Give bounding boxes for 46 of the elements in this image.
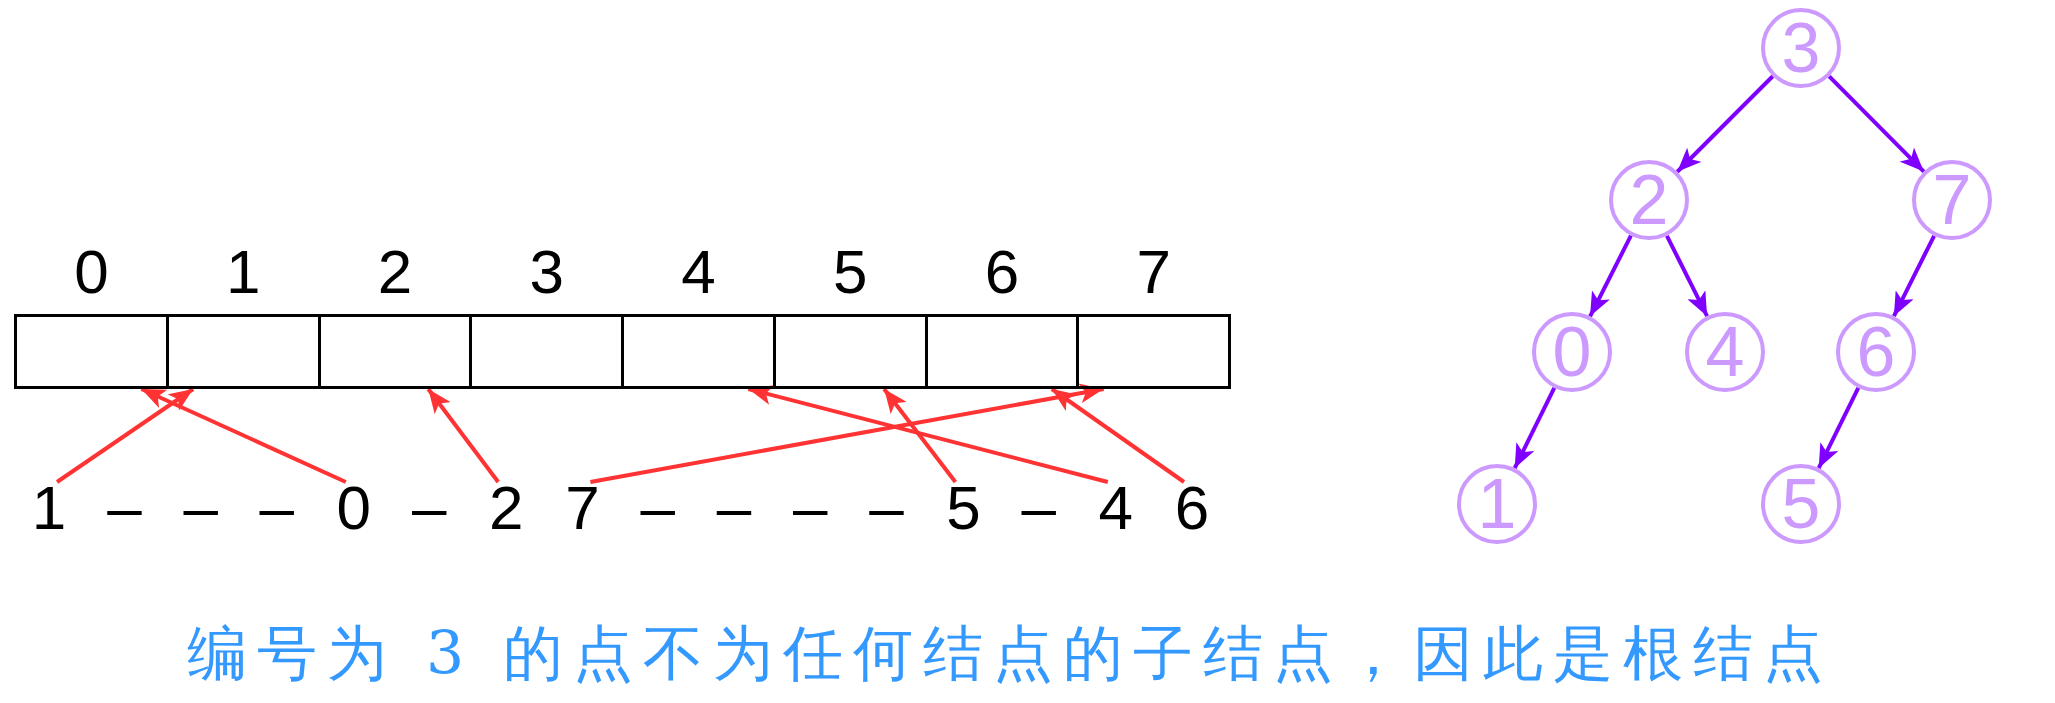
dash-symbol: –: [869, 478, 904, 538]
index-label: 6: [983, 237, 1021, 307]
sequence-number: 4: [1093, 478, 1138, 538]
tree-node-circle: 4: [1685, 312, 1765, 392]
tree-node-circle: 2: [1609, 160, 1689, 240]
arrow: [882, 387, 957, 484]
arrow: [1512, 387, 1557, 469]
index-label: 3: [528, 237, 565, 307]
tree-node-circle: 6: [1836, 312, 1916, 392]
index-label: 4: [680, 237, 717, 307]
dash-symbol: –: [716, 478, 752, 538]
arrow: [1675, 74, 1775, 174]
dash-symbol: –: [183, 478, 218, 538]
dash-symbol: –: [412, 478, 447, 538]
index-label: 7: [1135, 237, 1172, 307]
index-label: 1: [224, 237, 262, 307]
index-label: 5: [831, 237, 869, 307]
dash-symbol: –: [793, 478, 828, 538]
arrow: [1588, 234, 1633, 318]
sequence-number: 2: [484, 478, 529, 538]
dash-symbol: –: [1021, 478, 1057, 538]
tree-node-circle: 7: [1912, 160, 1992, 240]
arrow: [590, 383, 1104, 484]
sequence-number: 5: [941, 478, 986, 538]
arrow: [1665, 234, 1709, 318]
sequence-number: 0: [331, 478, 376, 538]
sequence-number: 7: [560, 478, 605, 538]
arrow: [1892, 234, 1936, 318]
arrow: [140, 387, 347, 484]
sequence-number: 1: [27, 478, 71, 538]
arrow: [1050, 387, 1186, 484]
tree-node-circle: 0: [1532, 312, 1612, 392]
index-label: 0: [73, 237, 110, 307]
arrow: [1816, 387, 1861, 469]
index-label: 2: [376, 237, 414, 307]
caption: 编号为 3 的点不为任何结点的子结点，因此是根结点: [185, 617, 1835, 690]
tree-node-circle: 1: [1457, 464, 1537, 544]
arrow: [1827, 74, 1926, 174]
sequence-number: 6: [1170, 478, 1214, 538]
dash-symbol: –: [259, 478, 295, 538]
tree-node-circle: 3: [1761, 8, 1841, 88]
arrow: [426, 387, 500, 484]
dash-symbol: –: [640, 478, 676, 538]
tree-node-circle: 5: [1761, 464, 1841, 544]
arrow: [55, 387, 195, 484]
dash-symbol: –: [107, 478, 142, 538]
